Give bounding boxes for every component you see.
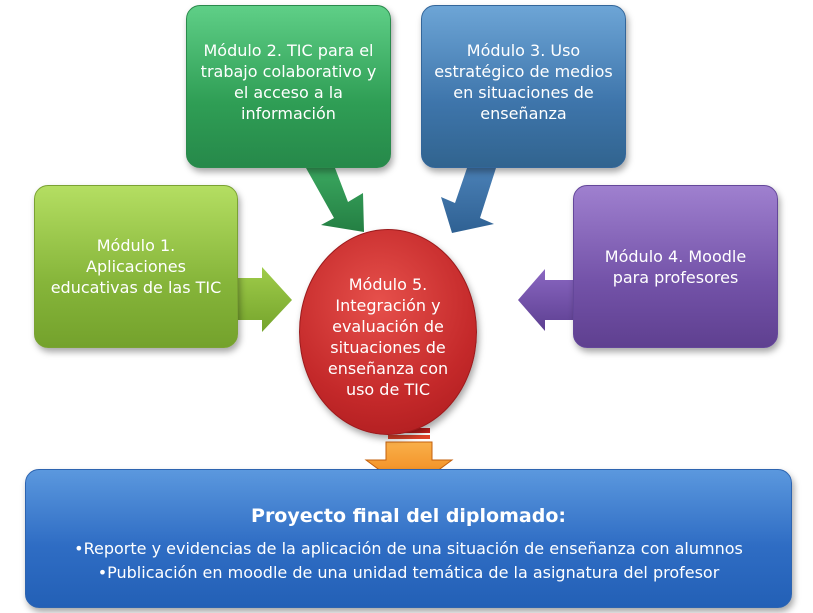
module-4-label: Módulo 4. Moodle para profesores [604,246,747,287]
arrow-m2-to-m5 [306,168,364,232]
module-1-box: Módulo 1. Aplicaciones educativas de las… [34,185,238,348]
final-project-item-2: •Publicación en moodle de una unidad tem… [97,563,720,582]
final-project-item-1: •Reporte y evidencias de la aplicación d… [74,539,743,558]
module-2-box: Módulo 2. TIC para el trabajo colaborati… [186,5,391,168]
module-5-label: Módulo 5. Integración y evaluación de si… [327,275,449,399]
final-project-box: Proyecto final del diplomado: •Reporte y… [25,469,792,608]
module-4-box: Módulo 4. Moodle para profesores [573,185,778,348]
module-5-circle: Módulo 5. Integración y evaluación de si… [299,229,477,435]
final-project-title: Proyecto final del diplomado: [251,505,566,527]
module-1-label: Módulo 1. Aplicaciones educativas de las… [50,236,222,297]
arrow-m1-to-m5 [238,267,292,332]
arrow-m4-to-m5 [518,269,573,331]
module-2-label: Módulo 2. TIC para el trabajo colaborati… [200,41,377,123]
module-3-label: Módulo 3. Uso estratégico de medios en s… [434,41,613,123]
arrow-m3-to-m5 [441,168,496,233]
module-3-box: Módulo 3. Uso estratégico de medios en s… [421,5,626,168]
